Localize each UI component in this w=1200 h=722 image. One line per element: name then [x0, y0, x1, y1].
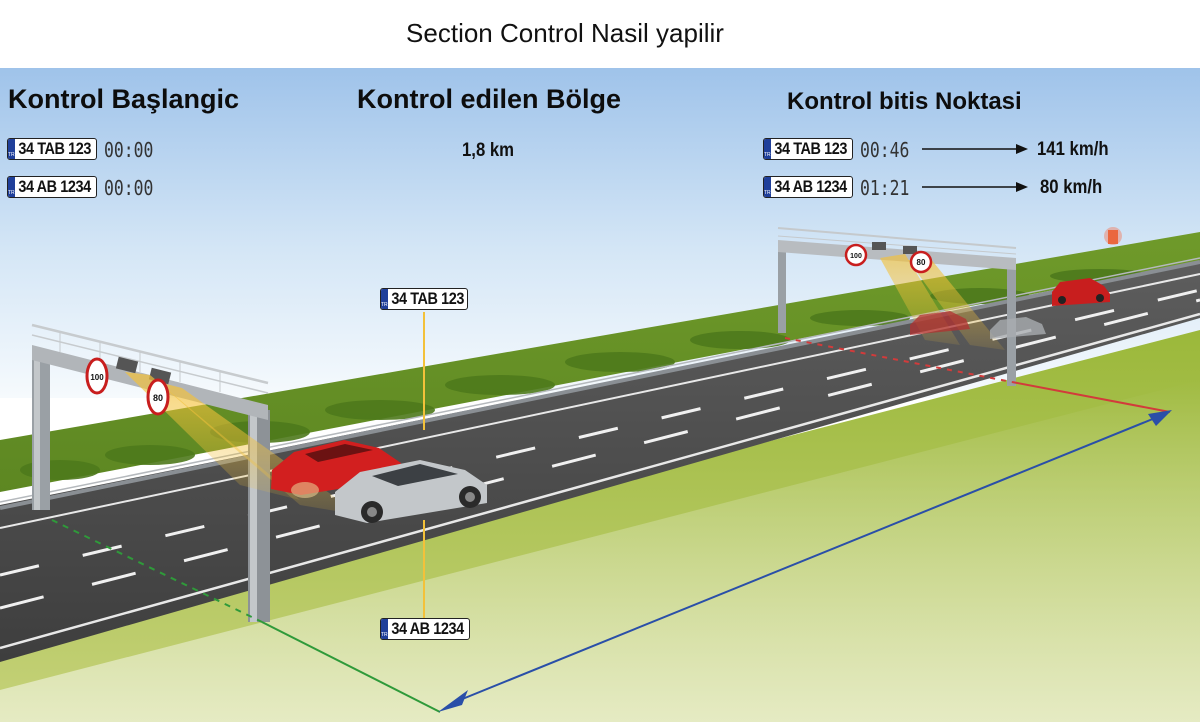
speed-arrow-2: [922, 182, 1028, 192]
tr-band-icon: TR: [764, 139, 771, 159]
sign-100-left: 100: [85, 357, 109, 395]
road-plate-red-car: TR 34 TAB 123: [380, 288, 468, 310]
tr-band-icon: TR: [764, 177, 771, 197]
svg-text:80: 80: [153, 393, 163, 403]
start-line-green: [51, 519, 263, 623]
plate-start-1: TR 34 TAB 123: [7, 138, 97, 160]
road-plate-silver-car: TR 34 AB 1234: [380, 618, 470, 640]
far-silver-car: [990, 317, 1046, 339]
far-red-car-2: [910, 311, 970, 335]
end-time-2: 01:21: [860, 176, 910, 200]
svg-text:80: 80: [917, 258, 926, 267]
header-control-end: Kontrol bitis Noktasi: [787, 88, 1022, 115]
distance-arrow: [454, 415, 1161, 703]
plate-end-1: TR 34 TAB 123: [763, 138, 853, 160]
arrowhead-bottom: [438, 690, 468, 712]
header-control-start: Kontrol Başlangic: [8, 84, 240, 114]
end-time-1: 00:46: [860, 138, 910, 162]
arrowhead-top: [1148, 410, 1172, 426]
start-time-2: 00:00: [104, 176, 154, 200]
tr-band-icon: TR: [381, 619, 388, 639]
sign-100-right: 100: [844, 243, 868, 267]
road: [0, 262, 1200, 662]
header-controlled-zone: Kontrol edilen Bölge: [357, 84, 622, 114]
far-red-car-1: [1052, 278, 1110, 306]
guardrail: [0, 260, 1200, 510]
silver-car: [335, 460, 487, 523]
end-speed-2: 80 km/h: [1040, 177, 1103, 198]
tr-band-icon: TR: [8, 139, 15, 159]
plate-start-2: TR 34 AB 1234: [7, 176, 97, 198]
tr-band-icon: TR: [381, 289, 388, 309]
sign-80-left: 80: [146, 378, 170, 416]
zone-distance: 1,8 km: [462, 140, 515, 161]
speed-arrow-1: [922, 144, 1028, 154]
tr-band-icon: TR: [8, 177, 15, 197]
end-speed-1: 141 km/h: [1037, 139, 1109, 160]
page-title: Section Control Nasil yapilir: [406, 18, 724, 48]
sign-80-right: 80: [909, 250, 933, 274]
svg-text:100: 100: [90, 373, 104, 382]
svg-text:100: 100: [850, 253, 862, 260]
start-time-1: 00:00: [104, 138, 154, 162]
plate-end-2: TR 34 AB 1234: [763, 176, 853, 198]
